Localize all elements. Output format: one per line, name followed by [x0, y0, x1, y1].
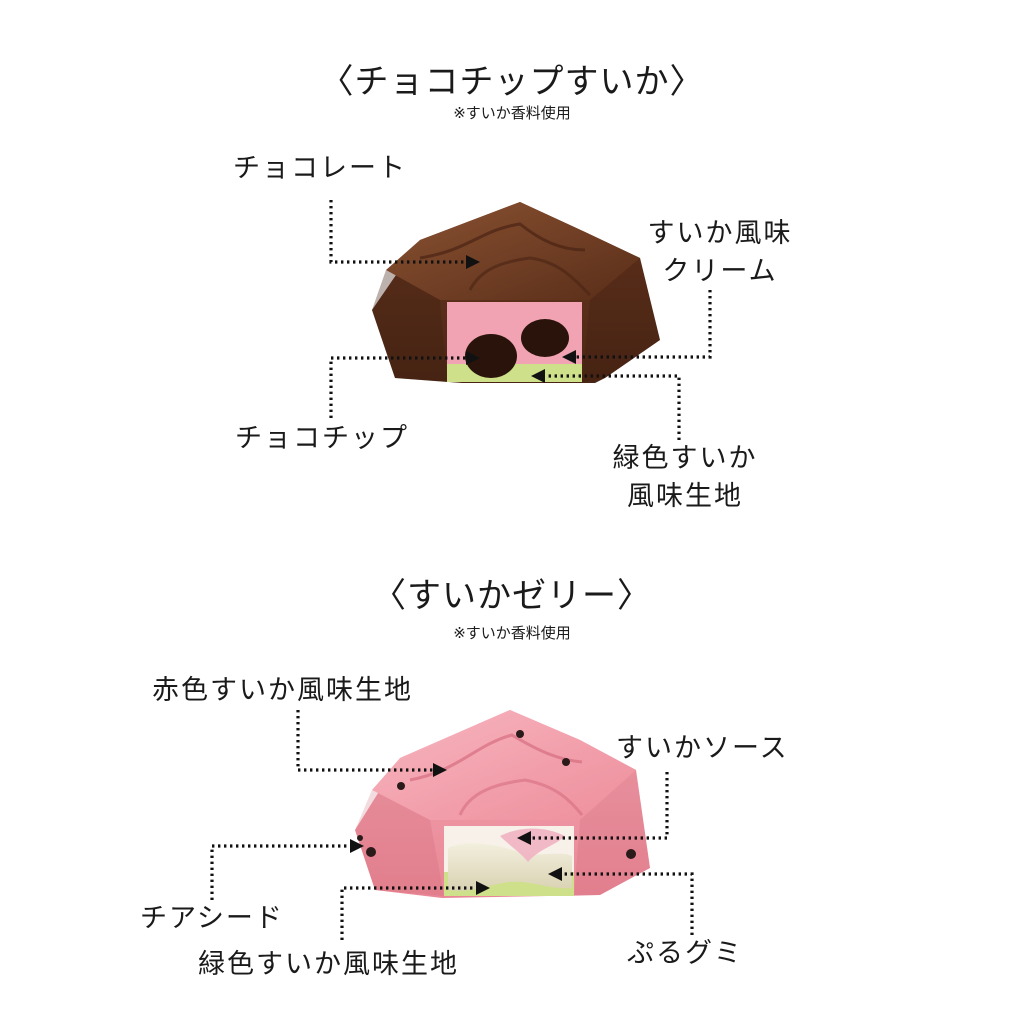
chocolate-groove: [468, 256, 592, 297]
chia-seed: [626, 849, 636, 859]
pink-bevel: [574, 770, 650, 896]
arrowhead-chocolate: [466, 255, 480, 269]
label-gummy: ぷるグミ: [627, 938, 743, 969]
chocolate-top: [386, 202, 640, 300]
arrowhead-sauce: [517, 831, 531, 845]
sauce-layer: [500, 828, 565, 862]
gummy-layer: [448, 843, 572, 891]
label-cream-line1: すいか風味: [647, 218, 793, 249]
leader-green: [545, 374, 681, 440]
arrowhead-chia: [350, 839, 364, 853]
leader-chocochip: [329, 356, 466, 418]
section2-title: 〈すいかゼリー〉: [372, 576, 652, 616]
leader-cream: [576, 290, 712, 359]
chia-seed: [397, 782, 405, 790]
chia-seed: [516, 730, 524, 738]
arrowhead-green-dough: [476, 881, 490, 895]
label-red-dough: 赤色すいか風味生地: [152, 675, 413, 706]
chia-seed: [357, 835, 363, 841]
choco-chip: [521, 319, 569, 357]
chia-seed: [366, 847, 376, 857]
leader-chia: [210, 844, 350, 900]
leader-gummy: [562, 872, 694, 935]
product-chocolate: [372, 202, 660, 383]
arrowhead-cream: [562, 350, 576, 364]
label-cream-line2: クリーム: [662, 256, 778, 287]
leader-sauce: [531, 772, 669, 840]
label-chocolate: チョコレート: [233, 153, 407, 184]
arrowhead-red-dough: [433, 763, 447, 777]
label-cream: すいか風味 クリーム: [640, 215, 800, 291]
chocolate-bevel: [372, 270, 447, 382]
label-sauce: すいかソース: [616, 733, 789, 764]
green-dough-layer: [447, 364, 582, 382]
label-green-line2: 風味生地: [627, 481, 743, 512]
pink-top: [372, 710, 636, 820]
pink-bevel: [355, 790, 444, 896]
arrowhead-chocochip: [466, 351, 480, 365]
section2-note: ※すいか香料使用: [453, 624, 571, 642]
pink-groove: [458, 778, 584, 816]
chocolate-groove: [419, 222, 586, 260]
chocolate-bevel: [582, 258, 660, 382]
arrowhead-gummy: [548, 867, 562, 881]
label-green: 緑色すいか 風味生地: [600, 440, 770, 516]
label-chia: チアシード: [140, 903, 284, 934]
product-jelly: [355, 710, 650, 898]
chia-seed: [562, 758, 570, 766]
section1-note: ※すいか香料使用: [453, 104, 571, 122]
choco-chip: [465, 334, 517, 378]
section1-title: 〈チョコチップすいか〉: [319, 62, 705, 102]
label-chocochip: チョコチップ: [235, 423, 409, 454]
label-green-line1: 緑色すいか: [612, 443, 758, 474]
arrowhead-green: [531, 369, 545, 383]
label-green-dough: 緑色すいか風味生地: [198, 949, 459, 980]
leader-red-dough: [296, 710, 433, 772]
leader-chocolate: [329, 200, 466, 264]
